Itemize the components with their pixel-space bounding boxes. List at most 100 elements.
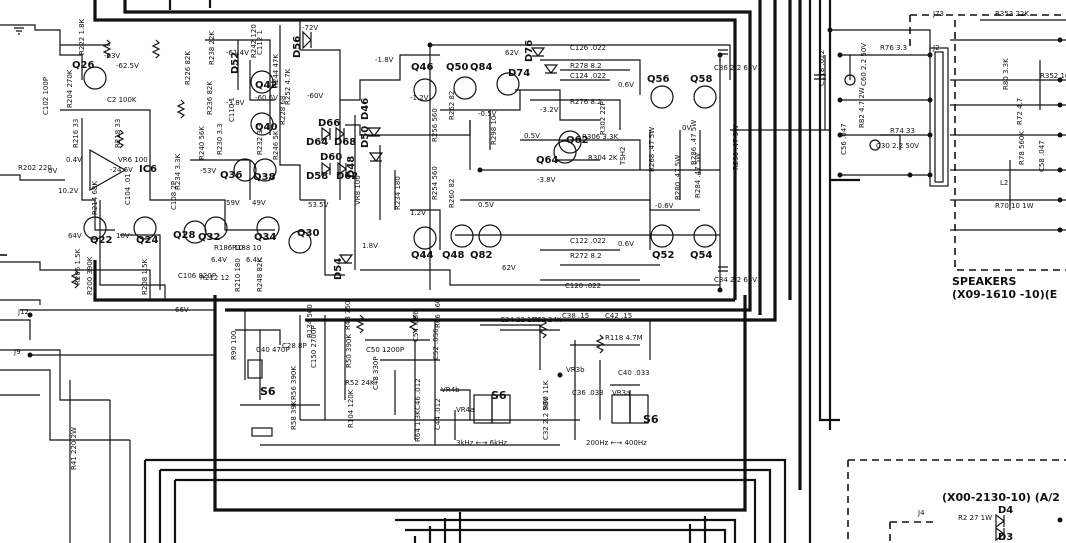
r286-label: R286 .47 5W [690, 120, 698, 165]
r276-label: R276 8.2 [570, 98, 602, 106]
vr4b-label: VR4b [441, 386, 460, 394]
d74-label: D74 [508, 68, 530, 79]
svg-text:-62.5V: -62.5V [116, 62, 139, 70]
r70-label: R70 10 1W [995, 202, 1034, 210]
r284-label: R284 .47 5W [694, 153, 702, 198]
c40-label: C40 .033 [618, 369, 650, 377]
r234b-label: R234 180 [394, 176, 402, 210]
r268-label: R268 .47 5W [648, 127, 656, 172]
r90-label: R90 100 [230, 331, 238, 360]
c40b-label: C40 470P [256, 346, 290, 354]
c2-label: C2 100K [107, 96, 137, 104]
q64-label: Q64 [536, 155, 558, 166]
speakers-title: SPEAKERS [952, 275, 1017, 288]
r52-label: R52 24K [345, 379, 375, 387]
r248-label: R248 82K [256, 258, 264, 292]
r306-label: R306 3.3K [582, 133, 619, 141]
c32-label: C32 2.2 50V [542, 397, 550, 440]
r50-label: R50 390K [345, 334, 353, 368]
d4-label: D4 [998, 505, 1013, 516]
q62-label: Q62 [566, 135, 588, 146]
c52-label: C52 .056 [432, 328, 440, 360]
r72-label: R72 4.7 [1016, 98, 1024, 125]
d62-label: D62 [336, 171, 358, 182]
d68-label: D68 [334, 137, 356, 148]
r210-label: R210 180 [234, 258, 242, 292]
j12-label: J12 [17, 308, 29, 316]
q52-label: Q52 [652, 250, 674, 261]
r240-label: R240 56K [198, 126, 206, 160]
svg-text:-60V: -60V [307, 92, 323, 100]
svg-text:62V: 62V [502, 264, 516, 272]
r262-label: R262 82 [448, 91, 456, 120]
svg-text:-53V: -53V [200, 167, 216, 175]
q26-label: Q26 [72, 60, 94, 71]
c56-label: C56 .047 [840, 123, 848, 155]
d52-label: D52 [230, 52, 241, 74]
c84-label: C84 2.2 63V [714, 276, 757, 284]
q38-label: Q38 [253, 172, 275, 183]
ic6-label: IC6 [139, 164, 157, 175]
vr3b-label: VR3b [566, 366, 585, 374]
j73-label: J73 [932, 10, 944, 18]
r186-label: R186 10 [214, 244, 243, 252]
l2-label: L2 [1000, 179, 1008, 187]
j2-label: J2 [932, 44, 940, 52]
svg-text:1.8V: 1.8V [362, 242, 378, 250]
r232-label: R232 3.3 [256, 123, 264, 155]
freq-right-label: 200Hz ←→ 400Hz [586, 439, 647, 447]
svg-text:62V: 62V [505, 49, 519, 57]
r246-label: R246 5K [272, 130, 280, 160]
c150-label: C150 2700P [310, 325, 318, 368]
r256-label: R256 560 [431, 108, 439, 142]
r56-label: R56 390K [290, 366, 298, 400]
c50-label: C50 1200P [366, 346, 404, 354]
svg-text:-61.4V: -61.4V [226, 49, 249, 57]
j4-label: J4 [917, 509, 925, 517]
svg-text:0V: 0V [682, 124, 691, 132]
c126-label: C126 .022 [570, 44, 606, 52]
r62-label: R62 24K [532, 316, 562, 324]
r254-label: R254 560 [431, 166, 439, 200]
c104-label: C104 .01 [124, 173, 132, 205]
r82-label: R82 4.7 2W [858, 87, 866, 128]
r222-label: R222 1.8K [78, 18, 86, 55]
c120-label: C120 .022 [565, 282, 601, 290]
r202-label: R202 220 [18, 164, 52, 172]
r298-label: R298 10 [490, 116, 498, 145]
r64-label: R64 1.3K [414, 410, 422, 442]
d60-label: D60 [320, 152, 342, 163]
q36-label: Q36 [220, 170, 242, 181]
svg-text:-1.2V: -1.2V [410, 94, 429, 102]
r214-label: R214 68K [91, 181, 99, 215]
c44-label: C44 .012 [434, 398, 442, 430]
q54-label: Q54 [690, 250, 712, 261]
board-boundaries [0, 14, 1066, 543]
c102-label: C102 100P [42, 77, 50, 115]
q48-label: Q48 [442, 250, 464, 261]
r252-label: R252 4.7K [284, 68, 292, 105]
svg-text:0.6V: 0.6V [618, 240, 634, 248]
q34-label: Q34 [254, 232, 276, 243]
c42-label: C42 .15 [605, 312, 632, 320]
q24-label: Q24 [136, 235, 158, 246]
svg-text:53.5V: 53.5V [308, 201, 329, 209]
speakers-part-number: (X09-1610 -10)(E [952, 288, 1057, 301]
r58-label: R58 39K [290, 400, 298, 430]
signal-wiring [0, 19, 1066, 543]
r234-label: R234 3.3K [174, 153, 182, 190]
q28-label: Q28 [173, 230, 195, 241]
r260-label: R260 82 [448, 179, 456, 208]
r104-label: R104 120K [347, 389, 355, 428]
vr4a-label: VR4a [456, 406, 474, 414]
d66-label: D66 [318, 118, 340, 129]
c122-label: C122 .022 [570, 237, 606, 245]
c58-label: C58 .047 [1038, 140, 1046, 172]
c38-label: C38 .15 [562, 312, 589, 320]
r76-label: R76 3.3 [880, 44, 907, 52]
r212-label: R212 12 [200, 274, 229, 282]
r48-label: R48 750 [344, 301, 352, 330]
r353-label: R353 22K [995, 10, 1029, 18]
vr3a-label: VR3a [612, 389, 630, 397]
r188-label: R188 10 [232, 244, 261, 252]
